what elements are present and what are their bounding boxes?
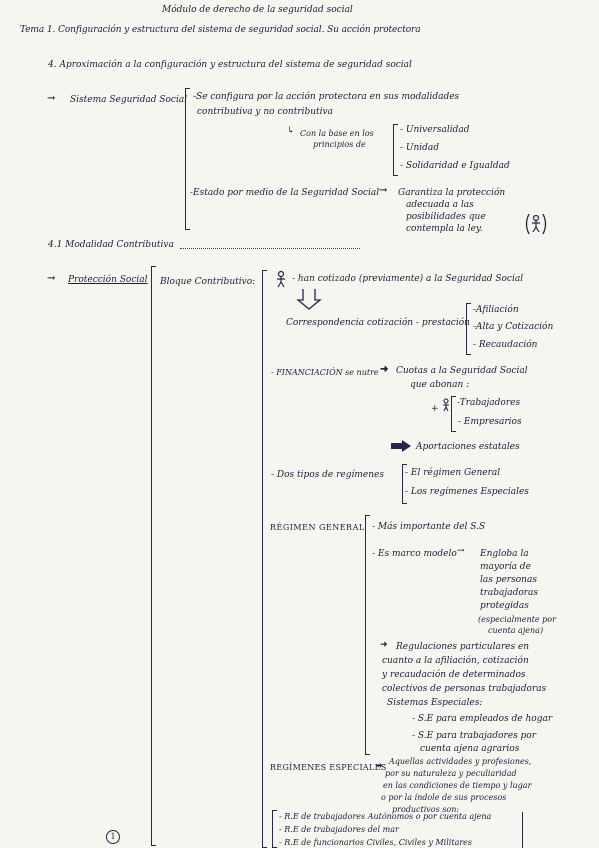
re-desc-line: o por la índole de sus procesos [381, 793, 507, 802]
cuotas-item: -Trabajadores [457, 398, 521, 408]
principles-brace [393, 124, 398, 176]
regulaciones-line: colectivos de personas trabajadoras [382, 684, 547, 694]
re-item: - R.E de funcionarios Civiles, Civiles y… [279, 838, 473, 847]
re-item: - R.E de trabajadores Autónomos o por cu… [279, 812, 492, 821]
garantiza-line: contempla la ley. [406, 224, 483, 234]
dotted-leader [180, 248, 360, 249]
regulaciones-line: y recaudación de determinados [382, 670, 526, 680]
estado-line: -Estado por medio de la Seguridad Social [190, 188, 380, 198]
garantiza-line: adecuada a las [406, 200, 474, 210]
principle-item: - Universalidad [400, 125, 470, 135]
garantiza-line: posibilidades que [406, 212, 486, 222]
engloba-line: Engloba la [480, 549, 529, 559]
engloba-line: (especialmente por [478, 615, 556, 624]
section-4-heading: 4. Aproximación a la configuración y est… [48, 60, 412, 70]
regimenes-especiales-label: REGÍMENES ESPECIALES [270, 763, 387, 772]
regulaciones-line: cuanto a la afiliación, cotización [382, 656, 529, 666]
re-desc-line: productivos son: [392, 805, 460, 814]
arrow-right-icon: → [47, 93, 56, 104]
turn-arrow-icon: ↳ [287, 126, 295, 136]
engloba-line: trabajadoras [480, 588, 539, 598]
person-icon [277, 270, 285, 288]
aportaciones-line: Aportaciones estatales [416, 442, 520, 452]
re-box-right [522, 812, 523, 848]
correspondencia-line: Correspondencia cotización - prestación [286, 318, 470, 328]
cuotas-line-2: que abonan : [410, 380, 470, 390]
engloba-line: protegidas [480, 601, 529, 611]
cuotas-item: - Empresarios [458, 417, 522, 427]
se-item: cuenta ajena agrarios [420, 744, 520, 754]
re-brace [272, 810, 277, 848]
base-line-2: principios de [313, 140, 366, 149]
bloque-label: Bloque Contributivo: [160, 277, 256, 287]
page-title: Módulo de derecho de la seguridad social [162, 5, 353, 15]
re-desc-line: Aquellas actividades y profesiones, [389, 757, 532, 766]
proteccion-brace [151, 266, 156, 846]
se-item: - S.E para empleados de hogar [412, 714, 553, 724]
corr-item: - Recaudación [473, 340, 538, 350]
engloba-line: mayoría de [480, 562, 531, 572]
plus-sign: + [431, 404, 439, 414]
corr-item: -Alta y Cotización [473, 322, 554, 332]
regimen-general-label: RÉGIMEN GENERAL [270, 523, 365, 532]
sistemas-especiales-label: Sistemas Especiales: [387, 698, 483, 708]
page-number: 1 [106, 830, 120, 844]
rg-item: - Más importante del S.S [372, 522, 486, 532]
base-line-1: Con la base en los [300, 129, 374, 138]
corr-brace [466, 303, 471, 355]
cuotas-brace [451, 396, 456, 432]
arrow-right-icon: ➜ [380, 364, 389, 375]
arrow-right-icon: → [379, 185, 388, 196]
principle-item: - Unidad [400, 143, 440, 153]
regimen-item: - Los regímenes Especiales [405, 487, 529, 497]
arrow-right-icon: → [47, 273, 56, 284]
regulaciones-line: Regulaciones particulares en [396, 642, 530, 652]
cotizado-line: - han cotizado (previamente) a la Seguri… [292, 274, 524, 284]
arrow-right-icon: → [457, 546, 465, 556]
section-41-heading: 4.1 Modalidad Contributiva [48, 240, 174, 250]
tema-title: Tema 1. Configuración y estructura del s… [20, 25, 421, 35]
regimen-item: - El régimen General [405, 468, 501, 478]
sistema-brace [185, 88, 190, 230]
re-item: - R.E de trabajadores del mar [279, 825, 399, 834]
re-desc-line: por su naturaleza y peculiaridad [385, 769, 517, 778]
rg-item: - Es marco modelo [372, 549, 457, 559]
person-icon [443, 398, 449, 412]
config-line-2: contributiva y no contributiva [197, 107, 333, 117]
principle-item: - Solidaridad e Igualdad [400, 161, 510, 171]
engloba-line: las personas [480, 575, 537, 585]
arrow-right-icon: ➜ [380, 640, 388, 650]
garantiza-line: Garantiza la protección [398, 188, 506, 198]
dos-tipos-line: - Dos tipos de regímenes [271, 470, 384, 480]
arrow-right-icon: ➜ [376, 761, 383, 770]
regimenes-brace [402, 464, 407, 504]
person-icon [525, 213, 547, 235]
engloba-line: cuenta ajena) [488, 626, 544, 635]
corr-item: -Afiliación [473, 305, 519, 315]
down-arrow-icon [296, 289, 322, 310]
thick-arrow-icon [391, 440, 411, 452]
se-item: - S.E para trabajadores por [412, 731, 537, 741]
config-line-1: -Se configura por la acción protectora e… [193, 92, 460, 102]
re-desc-line: en las condiciones de tiempo y lugar [383, 781, 532, 790]
proteccion-label: Protección Social [68, 275, 148, 285]
bloque-brace [262, 270, 267, 848]
sistema-label: Sistema Seguridad Social [70, 95, 188, 105]
cuotas-line-1: Cuotas a la Seguridad Social [396, 366, 528, 376]
rg-brace [365, 515, 370, 755]
financiacion-line: - FINANCIACIÓN se nutre [271, 368, 379, 377]
